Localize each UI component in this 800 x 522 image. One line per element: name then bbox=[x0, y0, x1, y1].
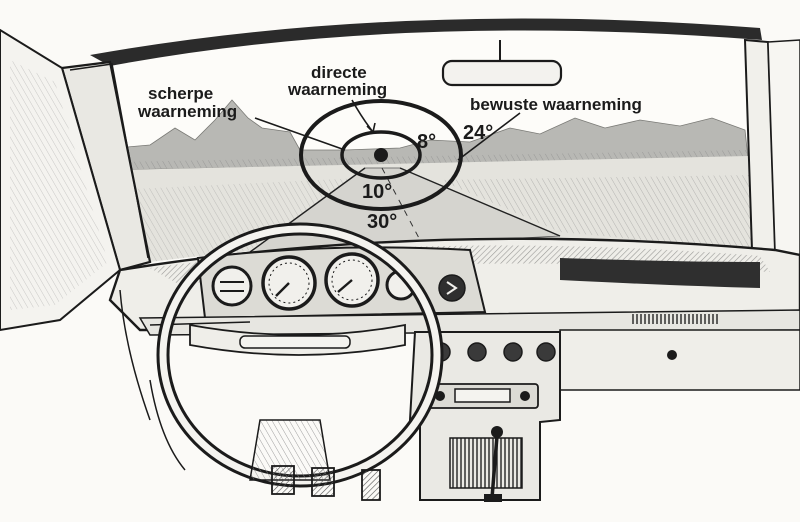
console-knobs bbox=[431, 342, 556, 362]
label-bewuste: bewuste waarneming bbox=[470, 95, 642, 114]
radio-unit bbox=[427, 383, 539, 409]
pedal-brake bbox=[311, 467, 335, 497]
pedal-accelerator bbox=[361, 469, 381, 501]
vision-field-overlay: scherpe waarneming directe waarneming be… bbox=[137, 63, 642, 233]
label-scherpe-line1: scherpe bbox=[148, 84, 213, 103]
gear-shift-boot bbox=[449, 437, 523, 489]
field-inner-ellipse bbox=[340, 130, 422, 180]
pedals bbox=[271, 465, 381, 501]
label-directe-line2: waarneming bbox=[287, 80, 387, 99]
focus-point bbox=[374, 148, 388, 162]
steering-wheel bbox=[119, 222, 444, 488]
rear-view-mirror bbox=[441, 59, 563, 87]
pointer-bewuste bbox=[457, 112, 521, 161]
label-scherpe-line2: waarneming bbox=[137, 102, 237, 121]
warning-light-icon bbox=[438, 274, 466, 302]
angle-label-outer-right: 24° bbox=[463, 122, 493, 144]
dashboard bbox=[108, 237, 800, 502]
gauge-fuel-temp bbox=[211, 265, 253, 307]
glovebox bbox=[559, 329, 800, 391]
pedal-clutch bbox=[271, 465, 295, 495]
gauge-speedometer bbox=[324, 252, 380, 308]
angle-label-middle: 10° bbox=[362, 181, 392, 203]
field-outer-ellipse bbox=[299, 99, 463, 211]
label-directe-line1: directe bbox=[311, 63, 367, 82]
gauge-tachometer bbox=[261, 255, 317, 311]
gear-stick bbox=[490, 435, 499, 499]
glovebox-lock-icon bbox=[667, 350, 677, 360]
distant-hills bbox=[114, 99, 749, 171]
car-frame bbox=[0, 18, 800, 332]
angle-label-outer-bottom: 30° bbox=[367, 211, 397, 233]
pointer-scherpe bbox=[254, 117, 346, 151]
gear-knob bbox=[491, 426, 503, 438]
angle-label-inner: 8° bbox=[417, 131, 436, 153]
